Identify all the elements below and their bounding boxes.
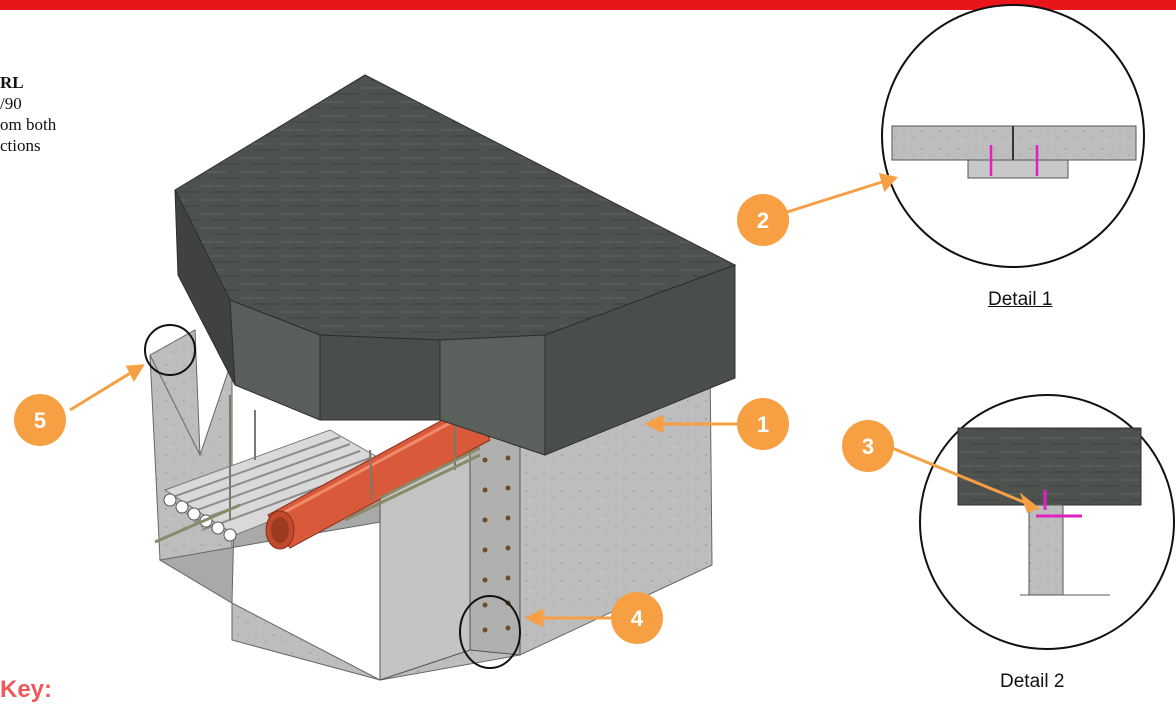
anchor-bracket-detail-2 — [1036, 490, 1082, 518]
detail-highlight-4 — [459, 595, 521, 669]
anchor-bolts-detail-1 — [989, 145, 1039, 176]
slab-face-right — [544, 264, 736, 456]
slab-face-notch — [319, 334, 441, 421]
marker-4-label: 4 — [631, 606, 644, 631]
marker-2: 2 — [737, 194, 789, 246]
side-note-line-4: ctions — [0, 136, 41, 155]
key-heading: Key: — [0, 676, 53, 703]
support-rails — [154, 446, 481, 544]
marker-5-label: 5 — [34, 408, 46, 433]
detail-2-caption: Detail 2 — [1000, 671, 1065, 692]
column-pier — [469, 431, 521, 656]
side-note-line-1: RL — [0, 73, 24, 92]
marker-3: 3 — [842, 420, 894, 472]
marker-1-label: 1 — [757, 412, 769, 437]
detail-2-view — [919, 394, 1175, 650]
marker-4: 4 — [611, 592, 663, 644]
side-note-line-2: /90 — [0, 94, 22, 113]
side-note: RL /90 om both ctions — [0, 72, 140, 156]
marker-5: 5 — [14, 394, 66, 446]
marker-2-label: 2 — [757, 208, 769, 233]
detail-1-view — [881, 4, 1145, 268]
detail-1-caption: Detail 1 — [988, 289, 1053, 310]
structure-3d — [144, 74, 737, 681]
leader-arrows — [69, 173, 1041, 628]
red-pipe — [265, 404, 491, 550]
detail-highlight-5 — [144, 324, 196, 376]
marker-1: 1 — [737, 398, 789, 450]
marker-3-label: 3 — [862, 434, 874, 459]
header-bar — [0, 0, 1176, 10]
side-note-line-3: om both — [0, 115, 57, 134]
